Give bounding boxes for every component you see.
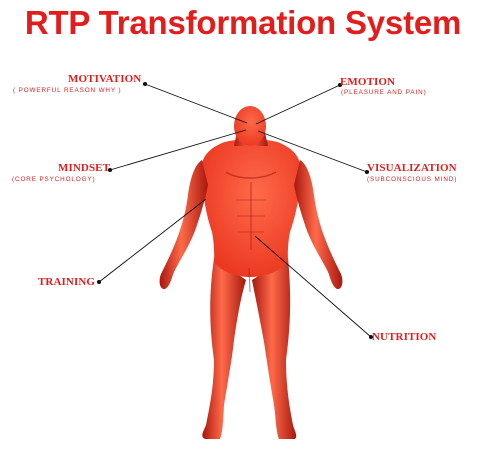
line-nutrition [254,235,372,338]
label-visualization: VISUALIZATION [367,162,457,174]
sublabel-visualization: (SUBCONSCIOUS MIND) [367,176,458,183]
label-motivation: MOTIVATION [68,73,142,85]
right-leg [252,258,297,439]
right-arm [294,160,343,290]
diagram-title: RTP Transformation System [24,4,462,41]
line-motivation [144,83,248,124]
dot-mindset [107,167,113,173]
label-training: TRAINING [38,276,96,288]
sublabel-motivation: ( POWERFUL REASON WHY ) [13,87,122,94]
dot-visualization [364,169,370,175]
label-nutrition: NUTRITION [372,331,437,343]
label-emotion: EMOTION [340,76,396,88]
dot-motivation [142,81,148,87]
line-emotion [255,84,341,125]
label-mindset: MINDSET [58,162,111,174]
connector-lines [96,81,374,340]
left-arm [159,160,208,290]
sublabel-mindset: (CORE PSYCHOLOGY) [12,176,96,183]
line-training [98,198,207,283]
sublabel-emotion: (PLEASURE AND PAIN) [341,89,427,96]
chest-line [225,171,277,179]
left-leg [202,258,246,439]
line-visualization [257,130,368,173]
dot-training [96,279,102,285]
dot-nutrition [368,334,374,340]
leg-gap [248,267,251,293]
human-figure [159,106,343,439]
dot-emotion [337,82,343,88]
head [234,106,266,146]
line-mindset [109,129,247,171]
